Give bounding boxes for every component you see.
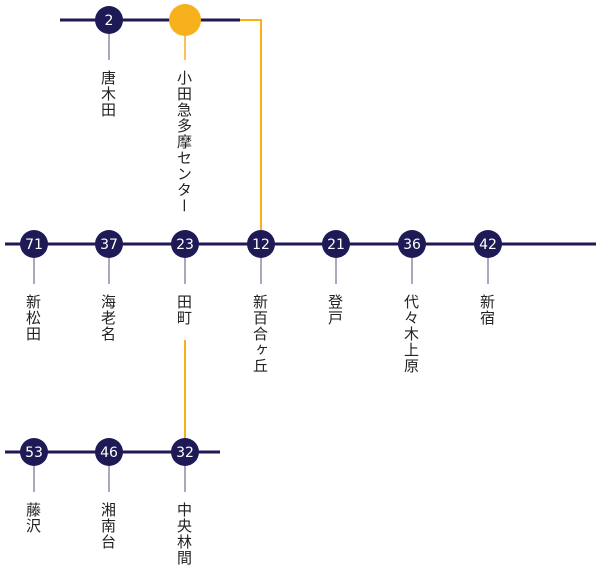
station-name: 藤沢 bbox=[24, 502, 42, 534]
station-name: 中央林間 bbox=[175, 502, 193, 566]
station-name: 唐木田 bbox=[99, 70, 117, 118]
station-marker bbox=[398, 230, 426, 258]
station-number: 23 bbox=[176, 237, 194, 253]
station-marker bbox=[171, 438, 199, 466]
station-name: 湘南台 bbox=[99, 502, 117, 550]
station-marker bbox=[20, 230, 48, 258]
station-marker-highlight bbox=[169, 4, 201, 36]
station-marker bbox=[322, 230, 350, 258]
station-marker bbox=[95, 438, 123, 466]
station-name: 小田急多摩センター bbox=[175, 70, 193, 214]
station-number: 71 bbox=[25, 237, 43, 253]
station-marker bbox=[474, 230, 502, 258]
station-marker bbox=[95, 230, 123, 258]
station-number: 32 bbox=[176, 445, 194, 461]
station-name: 新宿 bbox=[478, 294, 496, 326]
station-number: 36 bbox=[403, 237, 421, 253]
station-number: 46 bbox=[100, 445, 118, 461]
station-name: 新松田 bbox=[24, 294, 42, 342]
station-marker bbox=[247, 230, 275, 258]
station-name: 登戸 bbox=[326, 294, 344, 326]
station-name: 新百合ヶ丘 bbox=[251, 294, 269, 374]
transfer-connector-top bbox=[240, 19, 262, 230]
station-number: 42 bbox=[479, 237, 497, 253]
station-number: 37 bbox=[100, 237, 118, 253]
station-name: 代々木上原 bbox=[402, 294, 420, 374]
station-number: 53 bbox=[25, 445, 43, 461]
station-name: 海老名 bbox=[99, 294, 117, 342]
station-number: 2 bbox=[105, 13, 114, 29]
station-marker bbox=[171, 230, 199, 258]
station-marker bbox=[20, 438, 48, 466]
station-number: 21 bbox=[327, 237, 345, 253]
station-number: 12 bbox=[252, 237, 270, 253]
station-name: 田町 bbox=[175, 294, 193, 326]
station-marker bbox=[95, 6, 123, 34]
